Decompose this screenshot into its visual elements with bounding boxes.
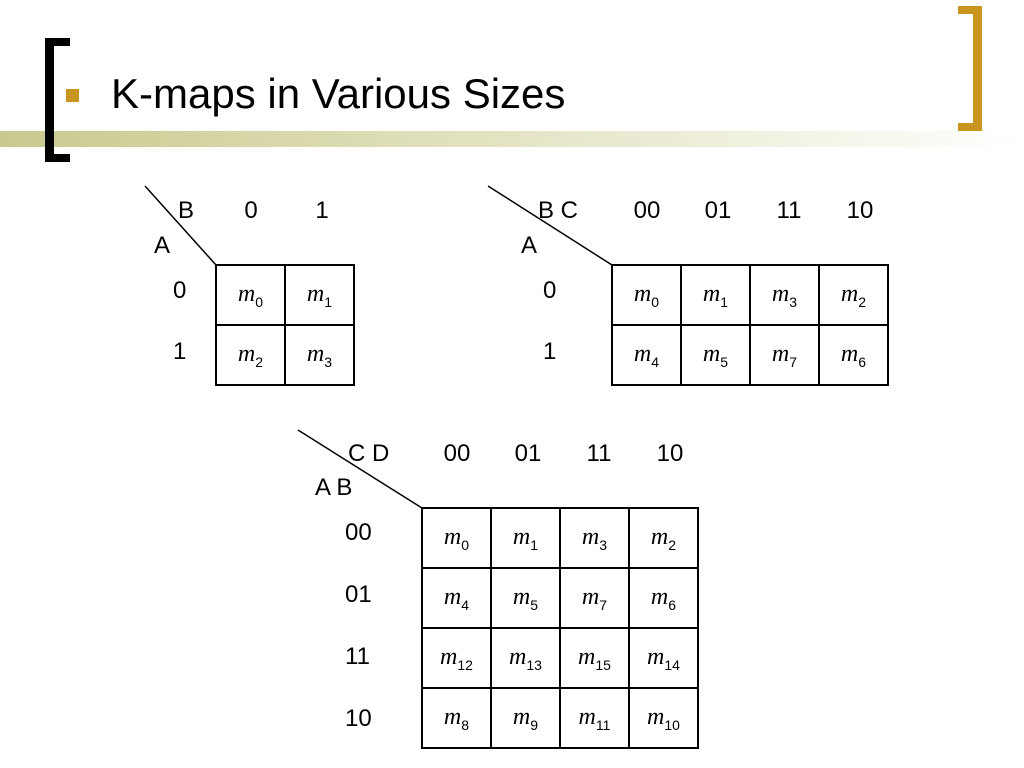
kmap-cell: m0	[421, 507, 492, 569]
kmap-cell: m12	[421, 627, 492, 689]
slide-title: K-maps in Various Sizes	[111, 70, 566, 117]
kmap4-col-header: 11	[586, 440, 612, 467]
kmap3-col-header: 11	[776, 197, 802, 224]
kmap3-row-var: A	[521, 232, 538, 259]
kmap-cell: m5	[680, 324, 751, 386]
kmap-cell: m0	[215, 264, 286, 326]
kmap-cell: m14	[628, 627, 699, 689]
kmap2-row-header: 1	[173, 338, 187, 365]
kmap2-grid: m0 m1 m2 m3	[215, 264, 355, 386]
kmap4-row-header: 11	[345, 643, 370, 670]
kmap-cell: m1	[490, 507, 561, 569]
kmap4-row-header: 00	[345, 519, 372, 546]
kmap-cell: m6	[628, 567, 699, 629]
kmap-cell: m7	[559, 567, 630, 629]
kmap2-col-var: B	[178, 197, 195, 224]
left-bracket-decoration	[45, 38, 54, 162]
title-bullet-icon	[66, 89, 79, 102]
right-bracket-decoration	[973, 6, 982, 131]
kmap3-grid: m0 m1 m3 m2 m4 m5 m7 m6	[611, 264, 889, 386]
kmap-cell: m5	[490, 567, 561, 629]
kmap2-col-header: 1	[315, 197, 329, 224]
kmap-cell: m11	[559, 687, 630, 749]
kmap-cell: m1	[284, 264, 355, 326]
kmap-cell: m1	[680, 264, 751, 326]
left-bracket-bottom	[45, 154, 70, 162]
kmap3-col-var: B C	[538, 197, 579, 224]
kmap3-col-header: 10	[846, 197, 874, 224]
kmap-cell: m2	[215, 324, 286, 386]
right-bracket-bottom	[958, 123, 982, 131]
kmap-cell: m15	[559, 627, 630, 689]
kmap4-row-header: 01	[345, 581, 372, 608]
title-underline-bar	[0, 131, 1024, 147]
kmap-cell: m4	[421, 567, 492, 629]
kmap3-col-header: 01	[704, 197, 732, 224]
kmap-cell: m9	[490, 687, 561, 749]
kmap-cell: m13	[490, 627, 561, 689]
kmap-cell: m7	[749, 324, 820, 386]
kmap2-row-var: A	[154, 232, 171, 259]
kmap3-row-header: 1	[543, 338, 557, 365]
kmap3-col-header: 00	[633, 197, 661, 224]
kmap3-row-header: 0	[543, 277, 557, 304]
kmap4-grid: m0 m1 m3 m2 m4 m5 m7 m6 m12 m13 m15 m14 …	[421, 507, 699, 749]
kmap4-col-header: 10	[656, 440, 684, 467]
kmap-cell: m3	[284, 324, 355, 386]
kmap4-row-header: 10	[345, 705, 372, 732]
kmap4-col-header: 00	[443, 440, 471, 467]
kmap-cell: m6	[818, 324, 889, 386]
kmap4-row-var: A B	[315, 474, 353, 501]
kmap-cell: m3	[749, 264, 820, 326]
kmap-cell: m2	[818, 264, 889, 326]
kmap4-col-header: 01	[514, 440, 542, 467]
left-bracket-top	[45, 38, 70, 46]
kmap-cell: m0	[611, 264, 682, 326]
kmap2-col-header: 0	[244, 197, 258, 224]
kmap-cell: m4	[611, 324, 682, 386]
kmap-cell: m3	[559, 507, 630, 569]
kmap2-row-header: 0	[173, 277, 187, 304]
kmap4-col-var: C D	[348, 440, 390, 467]
kmap-cell: m10	[628, 687, 699, 749]
right-bracket-top	[958, 6, 982, 14]
kmap-cell: m8	[421, 687, 492, 749]
kmap-cell: m2	[628, 507, 699, 569]
